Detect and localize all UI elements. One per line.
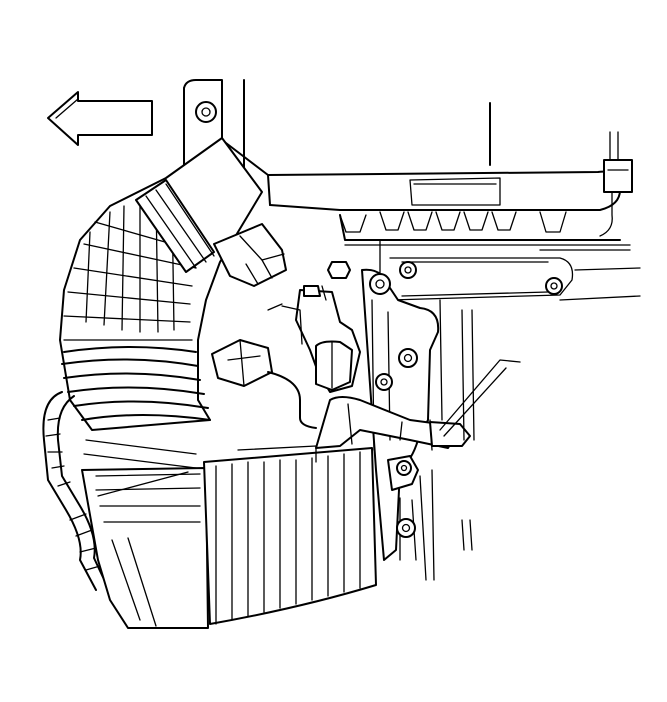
bolt-icon [195, 101, 563, 538]
hose-clamp-icon [135, 179, 215, 273]
electrical-connector-icon [211, 223, 287, 387]
air-intake-duct [59, 137, 263, 431]
sensor-wire [599, 131, 633, 237]
direction-arrow-icon [47, 91, 153, 146]
air-cleaner-box [81, 439, 377, 629]
latch-teeth [339, 211, 567, 233]
wiring-harness [42, 371, 317, 591]
